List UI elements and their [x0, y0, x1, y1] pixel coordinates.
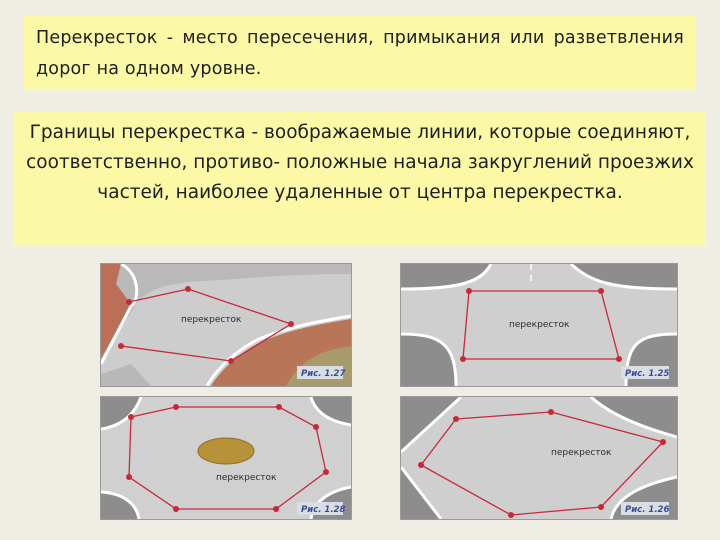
- definition-text: Перекресток - место пересечения, примыка…: [36, 28, 684, 79]
- boundary-point: [126, 474, 132, 480]
- borders-box: Границы перекрестка - воображаемые линии…: [14, 112, 706, 246]
- boundary-point: [418, 462, 424, 468]
- borders-text: Границы перекрестка - воображаемые линии…: [26, 122, 694, 203]
- boundary-point: [548, 409, 554, 415]
- boundary-point: [616, 356, 622, 362]
- boundary-point: [228, 358, 234, 364]
- figure-1-28: перекресток Рис. 1.28: [100, 396, 352, 520]
- boundary-point: [660, 439, 666, 445]
- boundary-point: [128, 414, 134, 420]
- boundary-point: [126, 299, 132, 305]
- boundary-point: [313, 424, 319, 430]
- boundary-point: [288, 321, 294, 327]
- boundary-point: [173, 404, 179, 410]
- figure-label: перекресток: [216, 473, 277, 483]
- figure-caption: Рис. 1.26: [625, 505, 669, 515]
- figure-1-27: перекресток Рис. 1.27: [100, 263, 352, 387]
- boundary-point: [323, 469, 329, 475]
- figure-caption: Рис. 1.28: [301, 505, 345, 515]
- boundary-point: [598, 288, 604, 294]
- figure-1-25: перекресток Рис. 1.25: [400, 263, 678, 387]
- figure-caption: Рис. 1.25: [625, 369, 669, 379]
- figure-label: перекресток: [181, 315, 242, 325]
- boundary-point: [598, 504, 604, 510]
- boundary-point: [185, 286, 191, 292]
- boundary-point: [466, 288, 472, 294]
- boundary-point: [276, 404, 282, 410]
- figure-caption: Рис. 1.27: [301, 369, 345, 379]
- boundary-point: [460, 356, 466, 362]
- definition-box: Перекресток - место пересечения, примыка…: [24, 16, 696, 90]
- figure-1-26: перекресток Рис. 1.26: [400, 396, 678, 520]
- figure-label: перекресток: [509, 320, 570, 330]
- boundary-point: [508, 512, 514, 518]
- boundary-point: [118, 343, 124, 349]
- boundary-point: [453, 416, 459, 422]
- boundary-point: [173, 506, 179, 512]
- figure-label: перекресток: [551, 448, 612, 458]
- boundary-point: [273, 506, 279, 512]
